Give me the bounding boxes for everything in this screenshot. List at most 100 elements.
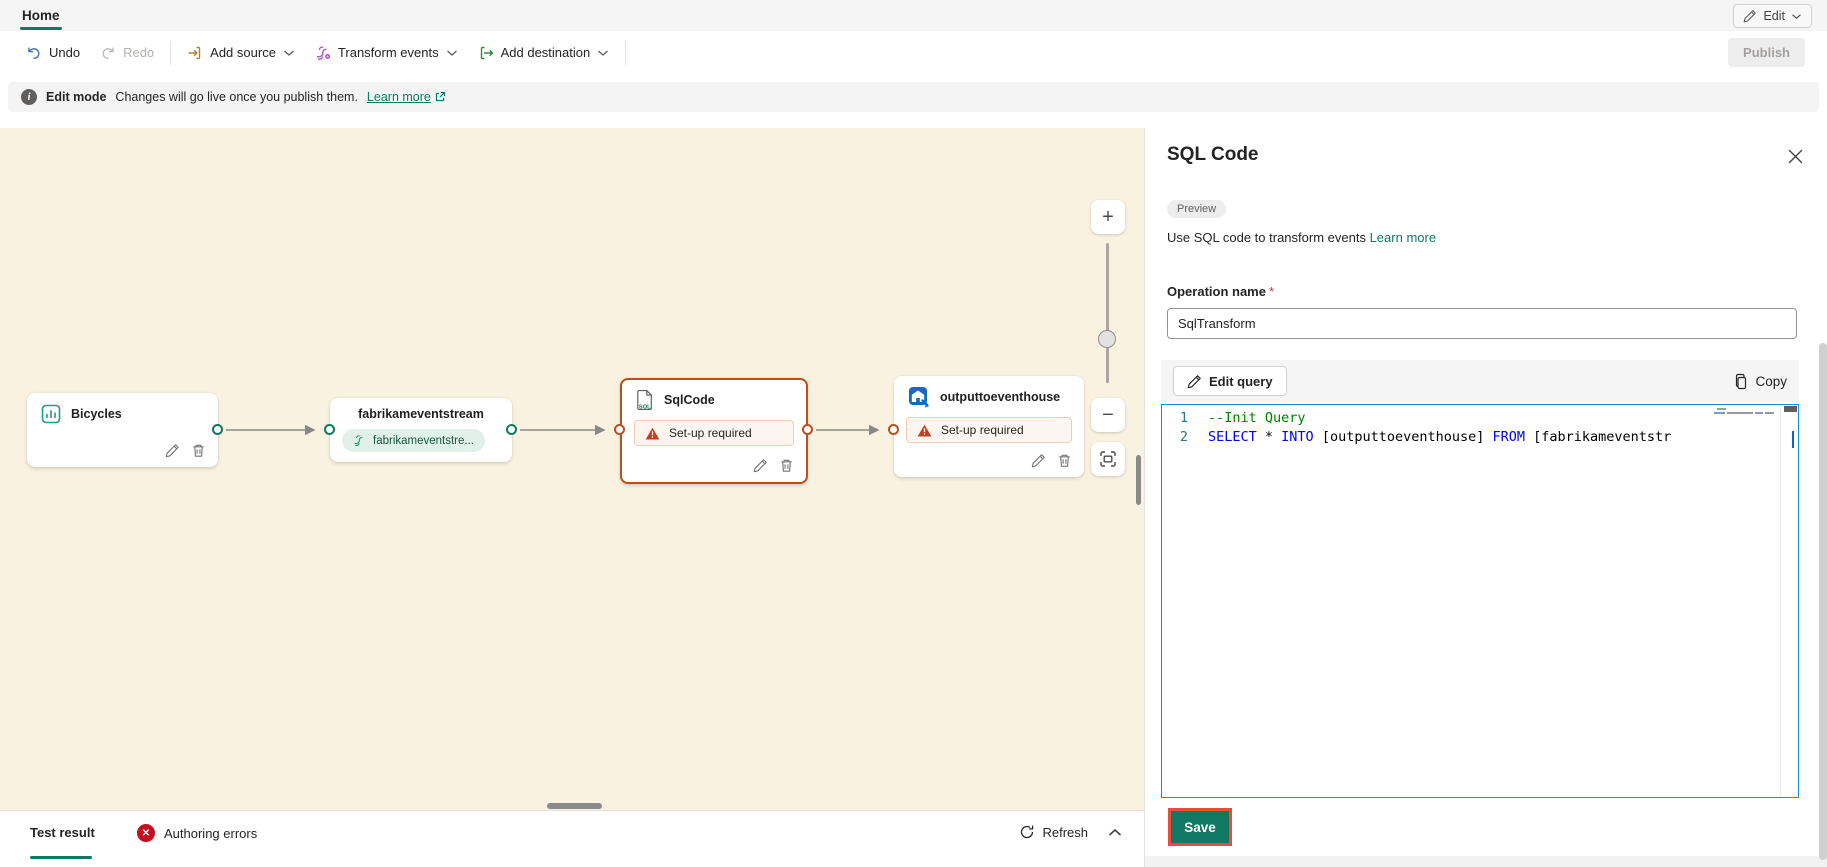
banner-title: Edit mode <box>46 90 107 104</box>
sql-file-icon: SQL <box>636 389 654 411</box>
copy-button[interactable]: Copy <box>1733 373 1787 390</box>
input-port[interactable] <box>324 424 335 435</box>
delete-node-icon[interactable] <box>191 443 206 458</box>
banner-message: Changes will go live once you publish th… <box>115 90 358 104</box>
undo-icon <box>26 45 42 61</box>
collapse-chevron-up-icon[interactable] <box>1108 828 1122 837</box>
ribbon-toolbar: Undo Redo Add source Transform events Ad… <box>6 31 1821 74</box>
output-port[interactable] <box>212 424 223 435</box>
chevron-down-icon <box>446 49 458 57</box>
zoom-in-button[interactable]: + <box>1091 200 1125 234</box>
add-source-button[interactable]: Add source <box>177 37 305 69</box>
required-marker: * <box>1268 284 1275 299</box>
edit-query-button[interactable]: Edit query <box>1173 366 1287 396</box>
setup-required-warning[interactable]: Set-up required <box>906 417 1072 443</box>
edge-connections <box>226 424 880 436</box>
fit-to-view-icon <box>1099 450 1117 468</box>
edit-node-icon[interactable] <box>1031 453 1046 468</box>
eventstream-canvas[interactable]: Bicycles fabrikameventstream fabrikameve… <box>0 128 1144 810</box>
delete-node-icon[interactable] <box>1057 453 1072 468</box>
chevron-down-icon <box>597 49 609 57</box>
bottom-results-bar: Test result ✕ Authoring errors Refresh <box>0 810 1144 867</box>
stream-pill[interactable]: fabrikameventstre... <box>342 429 485 452</box>
redo-button[interactable]: Redo <box>90 37 164 69</box>
tab-home-label: Home <box>22 8 60 23</box>
undo-label: Undo <box>49 45 81 60</box>
canvas-horizontal-scrollbar[interactable] <box>547 803 602 809</box>
transform-events-icon <box>315 45 331 61</box>
add-source-label: Add source <box>210 45 276 60</box>
edit-mode-button[interactable]: Edit <box>1733 4 1812 28</box>
edit-node-icon[interactable] <box>753 458 768 473</box>
input-port[interactable] <box>614 424 625 435</box>
refresh-icon <box>1019 824 1035 840</box>
zoom-slider-track[interactable] <box>1106 243 1109 383</box>
close-panel-icon[interactable] <box>1787 148 1807 168</box>
publish-button[interactable]: Publish <box>1728 38 1805 67</box>
transform-events-button[interactable]: Transform events <box>305 37 468 69</box>
add-destination-icon <box>478 45 494 61</box>
external-link-icon <box>434 91 446 103</box>
pencil-icon <box>1743 9 1757 23</box>
input-port[interactable] <box>888 424 899 435</box>
edit-button-label: Edit <box>1763 9 1785 23</box>
editor-scrollbar-thumb[interactable] <box>1784 406 1797 412</box>
chevron-down-icon <box>283 49 295 57</box>
output-port[interactable] <box>802 424 813 435</box>
transform-events-label: Transform events <box>337 45 439 60</box>
refresh-button[interactable]: Refresh <box>1019 824 1088 840</box>
node-outputtoeventhouse[interactable]: outputtoeventhouse Set-up required <box>894 376 1084 477</box>
zoom-slider-handle[interactable] <box>1098 330 1116 348</box>
edit-query-label: Edit query <box>1209 373 1273 389</box>
chevron-down-icon <box>1791 13 1802 20</box>
redo-icon <box>100 45 116 61</box>
preview-badge: Preview <box>1167 200 1227 218</box>
info-icon: i <box>21 89 37 105</box>
authoring-errors-label: Authoring errors <box>164 825 258 841</box>
node-title: fabrikameventstream <box>358 407 484 421</box>
operation-name-input[interactable] <box>1167 308 1797 339</box>
zoom-out-button[interactable]: − <box>1091 398 1125 432</box>
banner-learn-more-link[interactable]: Learn more <box>367 90 446 104</box>
warning-icon <box>645 427 660 440</box>
tab-home-active-underline <box>20 27 62 30</box>
panel-learn-more-link[interactable]: Learn more <box>1369 230 1437 245</box>
edit-node-icon[interactable] <box>165 443 180 458</box>
panel-description: Use SQL code to transform events Learn m… <box>1167 230 1437 245</box>
undo-button[interactable]: Undo <box>16 37 90 69</box>
eventstream-icon <box>353 434 366 447</box>
save-button[interactable]: Save <box>1168 808 1232 846</box>
toolbar-divider <box>170 40 172 65</box>
minimap-separator <box>1780 405 1781 797</box>
output-port[interactable] <box>506 424 517 435</box>
tab-test-result[interactable]: Test result <box>30 825 95 840</box>
canvas-vertical-scrollbar[interactable] <box>1136 455 1141 505</box>
eventhouse-icon <box>908 386 930 408</box>
setup-required-warning[interactable]: Set-up required <box>634 420 794 446</box>
toolbar-divider <box>625 40 627 65</box>
add-source-icon <box>187 45 203 61</box>
tab-home[interactable]: Home <box>14 0 68 31</box>
query-toolbar: Edit query Copy <box>1161 360 1799 402</box>
panel-scrollbar[interactable] <box>1819 343 1827 860</box>
node-title: outputtoeventhouse <box>940 390 1061 404</box>
node-bicycles[interactable]: Bicycles <box>27 393 218 467</box>
redo-label: Redo <box>123 45 155 60</box>
warning-label: Set-up required <box>941 423 1024 437</box>
add-destination-button[interactable]: Add destination <box>468 37 620 69</box>
fit-to-view-button[interactable] <box>1091 442 1125 476</box>
node-sqlcode[interactable]: SQL SqlCode Set-up required <box>620 378 808 484</box>
node-fabrikameventstream[interactable]: fabrikameventstream fabrikameventstre... <box>330 398 512 462</box>
operation-name-label: Operation name* <box>1167 284 1275 299</box>
tab-authoring-errors[interactable]: ✕ Authoring errors <box>137 824 257 842</box>
delete-node-icon[interactable] <box>779 458 794 473</box>
panel-title: SQL Code <box>1167 144 1259 165</box>
svg-text:SQL: SQL <box>639 405 651 411</box>
tab-test-result-underline <box>30 856 92 859</box>
bar-chart-icon <box>41 404 61 424</box>
code-line: 1--Init Query <box>1179 410 1306 426</box>
